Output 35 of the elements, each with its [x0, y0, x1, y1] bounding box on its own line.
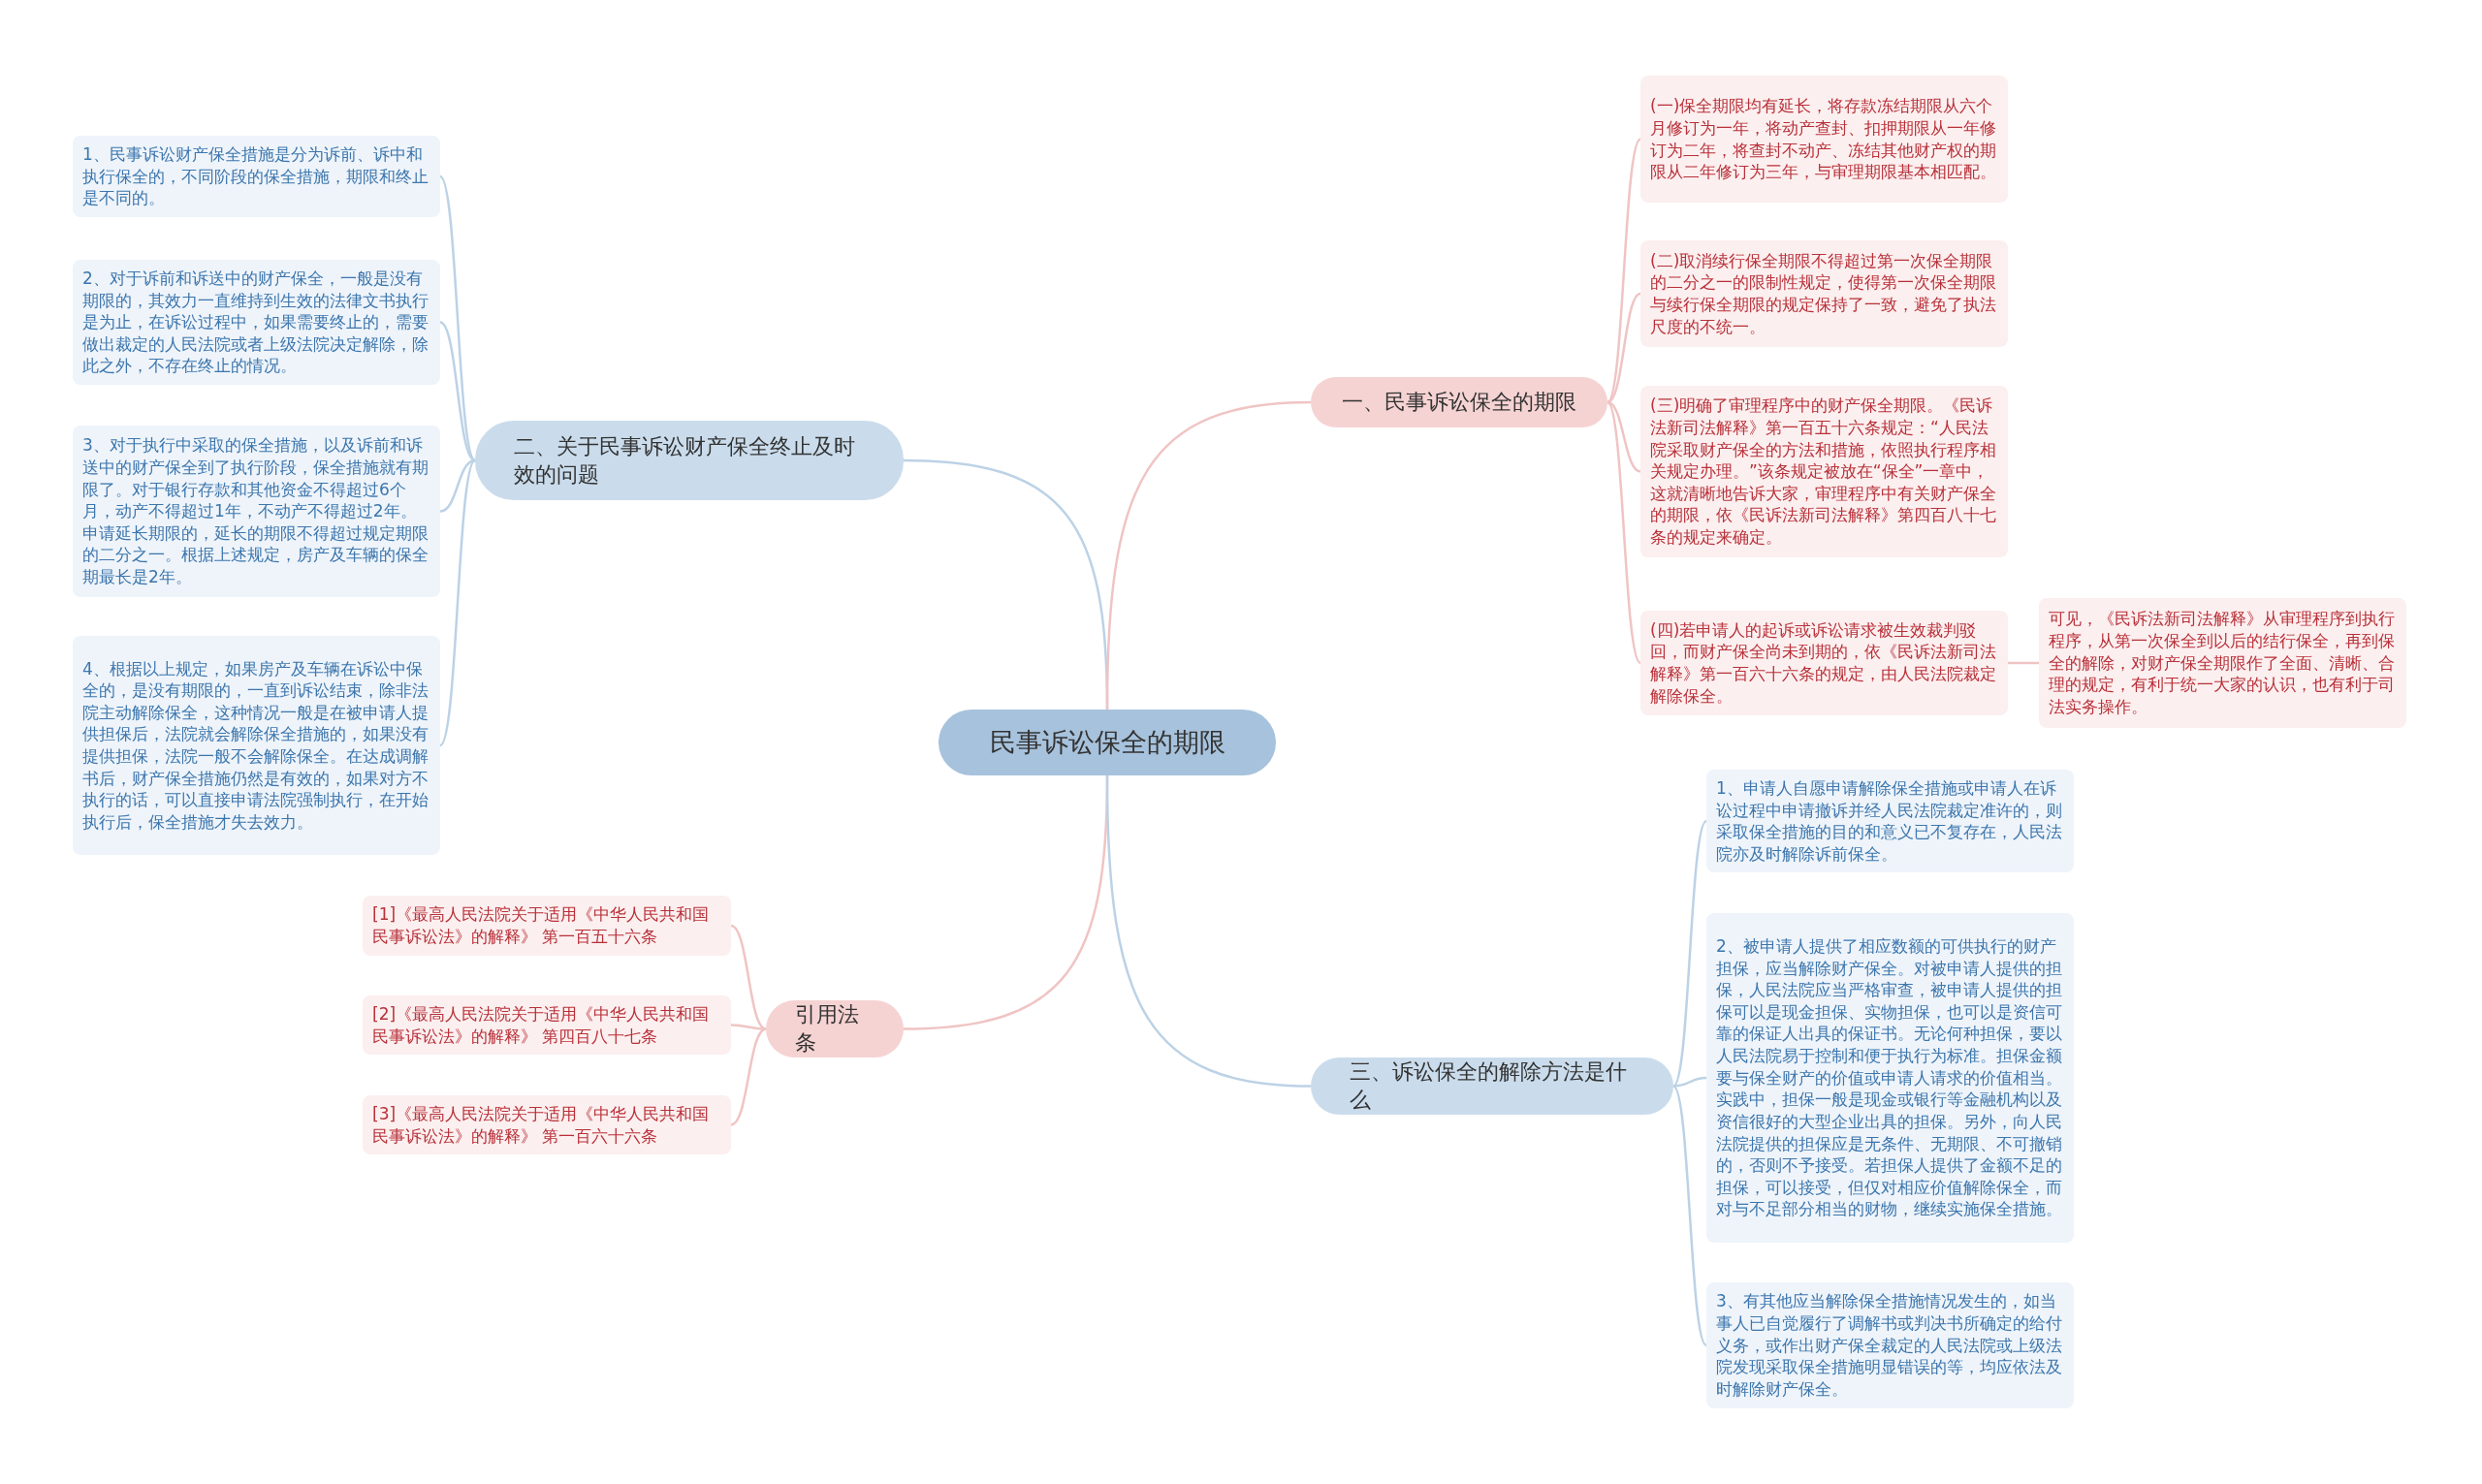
note-card: 4、根据以上规定，如果房产及车辆在诉讼中保全的，是没有期限的，一直到诉讼结束，除非法院主动解除保全，这种情况一般是在被申请人提供担保后，法院就会解除保全措施的，如果没有提供担保，法院一般不会解除保全。在达成调解书后，财产保全措施仍然是有效的，如果对方不执行的话，可以直接申请法院强制执行，在开始执行后，保全措施才失去效力。: [73, 636, 440, 855]
connector-line: [1672, 820, 1707, 1088]
branch-topic: 二、关于民事诉讼财产保全终止及时效的问题: [475, 421, 904, 500]
connector-line: [1672, 1076, 1707, 1088]
connector-line: [1607, 292, 1641, 404]
connector-line: [1607, 401, 1641, 664]
note-card: [3]《最高人民法院关于适用《中华人民共和国民事诉讼法》的解释》 第一百六十六条: [363, 1095, 731, 1155]
note-card: 1、民事诉讼财产保全措施是分为诉前、诉中和执行保全的，不同阶段的保全措施，期限和终止是不同的。: [73, 136, 440, 217]
note-card: (三)明确了审理程序中的财产保全期限。《民诉法新司法解释》第一百五十六条规定：“人民法院采取财产保全的方法和措施，依照执行程序相关规定办理。”该条规定被放在“保全”一章中，这就清晰地告诉大家，审理程序中有关财产保全的期限，依《民诉法新司法解释》第四百八十七条的规定来确定。: [1640, 386, 2008, 557]
note-card: [2]《最高人民法院关于适用《中华人民共和国民事诉讼法》的解释》 第四百八十七条: [363, 995, 731, 1056]
connector-line: [1607, 138, 1641, 403]
note-card: (一)保全期限均有延长，将存款冻结期限从六个月修订为一年，将动产查封、扣押期限从一年修订为二年，将查封不动产、冻结其他财产权的期限从二年修订为三年，与审理期限基本相匹配。: [1640, 76, 2008, 203]
note-card: [1]《最高人民法院关于适用《中华人民共和国民事诉讼法》的解释》 第一百五十六条: [363, 896, 731, 956]
connector-line: [1672, 1085, 1707, 1346]
connector-line: [439, 458, 476, 513]
note-card: (四)若申请人的起诉或诉讼请求被生效裁判驳回，而财产保全尚未到期的，依《民诉法新司法解释》第一百六十六条的规定，由人民法院裁定解除保全。: [1640, 611, 2008, 715]
connector-line: [2008, 661, 2039, 665]
connector-line: [439, 175, 476, 461]
note-card: 可见，《民诉法新司法解释》从审理程序到执行程序，从第一次保全到以后的结行保全，再到保全的解除，对财产保全期限作了全面、清晰、合理的规定，有利于统一大家的认识，也有利于司法实务操作。: [2039, 598, 2406, 728]
note-card: 3、对于执行中采取的保全措施，以及诉前和诉送中的财产保全到了执行阶段，保全措施就有期限了。对于银行存款和其他资金不得超过6个月，动产不得超过1年，不动产不得超过2年。申请延长期限的，延长的期限不得超过规定期限的二分之一。根据上述规定，房产及车辆的保全期最长是2年。: [73, 426, 440, 597]
connector-line: [1105, 774, 1312, 1088]
note-card: 1、申请人自愿申请解除保全措施或申请人在诉讼过程中申请撤诉并经人民法院裁定准许的，则采取保全措施的目的和意义已不复存在，人民法院亦及时解除诉前保全。: [1706, 770, 2074, 873]
branch-topic: 引用法条: [766, 1000, 904, 1058]
note-card: (二)取消续行保全期限不得超过第一次保全期限的二分之一的限制性规定，使得第一次保全期限与续行保全期限的规定保持了一致，避免了执法尺度的不统一。: [1640, 240, 2008, 347]
note-card: 3、有其他应当解除保全措施情况发生的，如当事人已自觉履行了调解书或判决书所确定的给付义务，或作出财产保全裁定的人民法院或上级法院发现采取保全措施明显错误的等，均应依法及时解除财产保全。: [1706, 1282, 2074, 1408]
connector-line: [439, 459, 476, 746]
note-card: 2、对于诉前和诉送中的财产保全，一般是没有期限的，其效力一直维持到生效的法律文书执行是为止，在诉讼过程中，如果需要终止的，需要做出裁定的人民法院或者上级法院决定解除，除此之外，不存在终止的情况。: [73, 260, 440, 386]
central-topic: 民事诉讼保全的期限: [939, 710, 1276, 775]
connector-line: [1607, 400, 1641, 473]
branch-topic: 三、诉讼保全的解除方法是什么: [1311, 1058, 1673, 1115]
connector-line: [730, 924, 767, 1030]
branch-topic: 一、民事诉讼保全的期限: [1311, 377, 1607, 427]
connector-line: [1105, 400, 1312, 710]
note-card: 2、被申请人提供了相应数额的可供执行的财产担保，应当解除财产保全。对被申请人提供的担保，人民法院应当严格审查，被申请人提供的担保可以是现金担保、实物担保，也可以是资信可靠的保证人出具的保证书。无论何种担保，要以人民法院易于控制和便于执行为标准。担保金额要与保全财产的价值或申请人请求的价值相当。实践中，担保一般是现金或银行等金融机构以及资信很好的大型企业出具的担保。另外，向人民法院提供的担保应是无条件、无期限、不可撤销的，否则不予接受。若担保人提供了金额不足的担保，可以接受，但仅对相应价值解除保全，而对与不足部分相当的财物，继续实施保全措施。: [1706, 913, 2074, 1243]
connector-line: [730, 1027, 767, 1126]
